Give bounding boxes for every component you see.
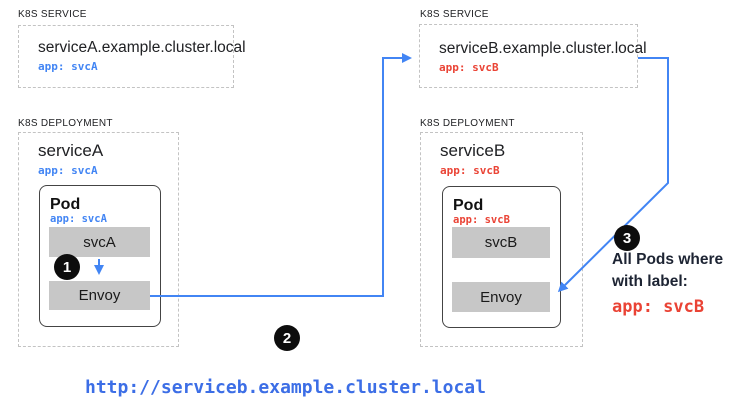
step-3-badge: 3 [614,225,640,251]
request-url: http://serviceb.example.cluster.local [85,377,486,398]
deployment-b-name: serviceB [440,141,506,160]
service-a-name: serviceA.example.cluster.local [38,39,246,56]
deployment-a-selector: app: svcA [38,164,98,177]
arrow-envoy-a-to-service-b [150,53,412,297]
container-envoy-a: Envoy [49,281,150,310]
deployment-b-kind-label: K8S DEPLOYMENT [420,118,515,129]
service-b-selector: app: svcB [439,61,499,74]
container-envoy-b: Envoy [452,282,550,312]
annotation-line-2: with label: [612,273,688,290]
service-b-name: serviceB.example.cluster.local [439,40,647,57]
deployment-a-name: serviceA [38,141,104,160]
step-3-annotation: All Pods where with label: app: svcB [612,249,723,318]
deployment-b-selector: app: svcB [440,164,500,177]
pod-b-title: Pod [453,197,484,214]
deployment-a-kind-label: K8S DEPLOYMENT [18,118,113,129]
service-b-kind-label: K8S SERVICE [420,9,489,20]
service-a-selector: app: svcA [38,60,98,73]
step-1-badge: 1 [54,254,80,280]
pod-b-selector: app: svcB [453,214,510,226]
service-a-box [18,25,234,88]
annotation-line-1: All Pods where [612,251,724,268]
annotation-selector: app: svcB [612,297,705,317]
container-svcb: svcB [452,227,550,258]
container-svca: svcA [49,227,150,257]
pod-a-selector: app: svcA [50,213,107,225]
pod-a-title: Pod [50,196,81,213]
step-2-badge: 2 [274,325,300,351]
service-a-kind-label: K8S SERVICE [18,9,87,20]
